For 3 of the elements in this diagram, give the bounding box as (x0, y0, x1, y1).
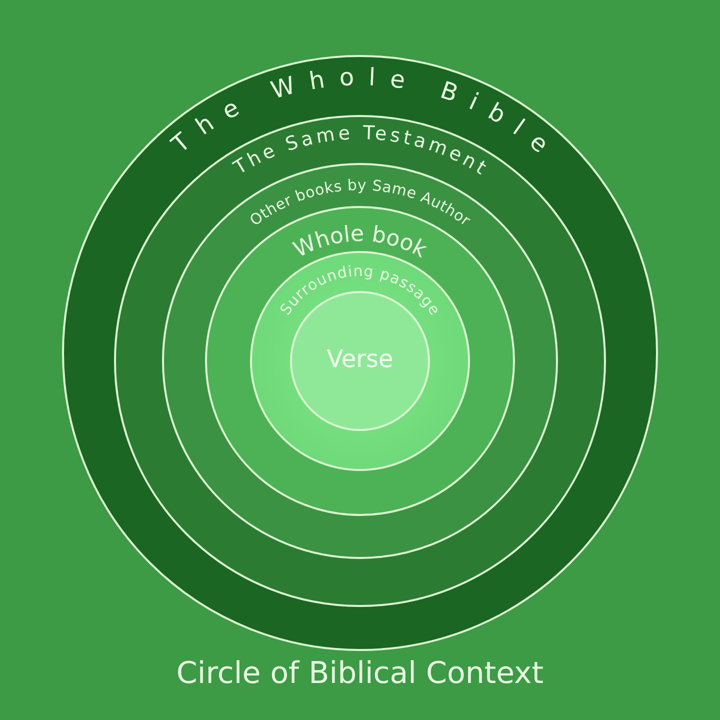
diagram-title: Circle of Biblical Context (176, 656, 544, 692)
curved-label: Whole book (290, 222, 431, 264)
center-label: Verse (326, 346, 394, 374)
